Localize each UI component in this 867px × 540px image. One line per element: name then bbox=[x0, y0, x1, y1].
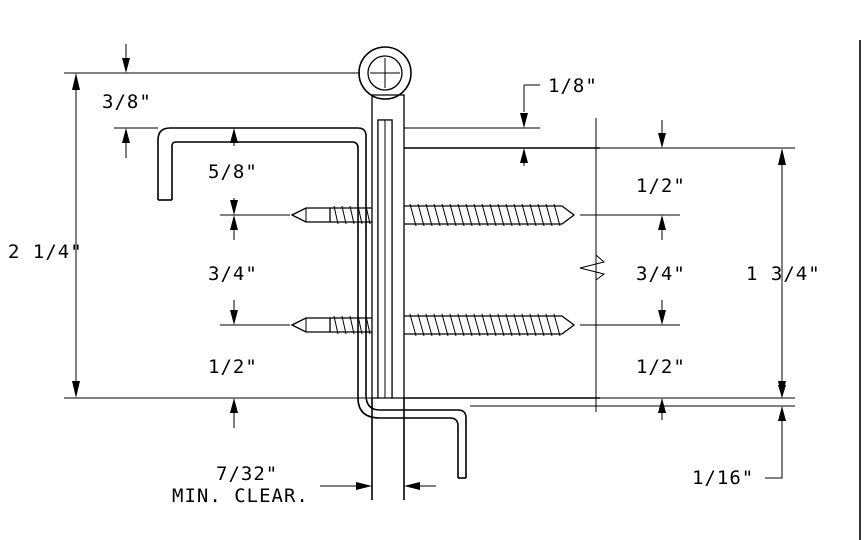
screw-lower bbox=[290, 313, 576, 337]
left-frame-profile bbox=[157, 127, 467, 479]
hinge-leaf bbox=[371, 94, 405, 399]
screw-upper bbox=[290, 203, 576, 227]
label-rail-top-offset: 1/8" bbox=[548, 75, 598, 97]
label-right-overall: 1 3/4" bbox=[746, 263, 821, 285]
label-upper-spacing: 5/8" bbox=[208, 161, 258, 183]
label-clearance-note: MIN. CLEAR. bbox=[172, 485, 309, 507]
label-right-top: 1/2" bbox=[636, 175, 686, 197]
label-right-bottom: 1/2" bbox=[636, 356, 686, 378]
label-lower-spacing-left: 1/2" bbox=[208, 356, 258, 378]
label-clearance-value: 7/32" bbox=[216, 463, 278, 485]
label-screw-spacing-left: 3/4" bbox=[208, 263, 258, 285]
label-rail-top: 3/8" bbox=[102, 91, 152, 113]
hinge-knuckle bbox=[358, 46, 412, 100]
label-overall-height: 2 1/4" bbox=[8, 241, 83, 263]
right-frame-profile bbox=[404, 118, 606, 412]
dimension-labels: 2 1/4" 3/8" 1/8" 5/8" 3/4" 1/2" 1/2" 3/4… bbox=[8, 75, 821, 507]
label-bottom-offset: 1/16" bbox=[692, 467, 754, 489]
label-screw-spacing-right: 3/4" bbox=[636, 263, 686, 285]
dimension-lines bbox=[64, 44, 795, 490]
